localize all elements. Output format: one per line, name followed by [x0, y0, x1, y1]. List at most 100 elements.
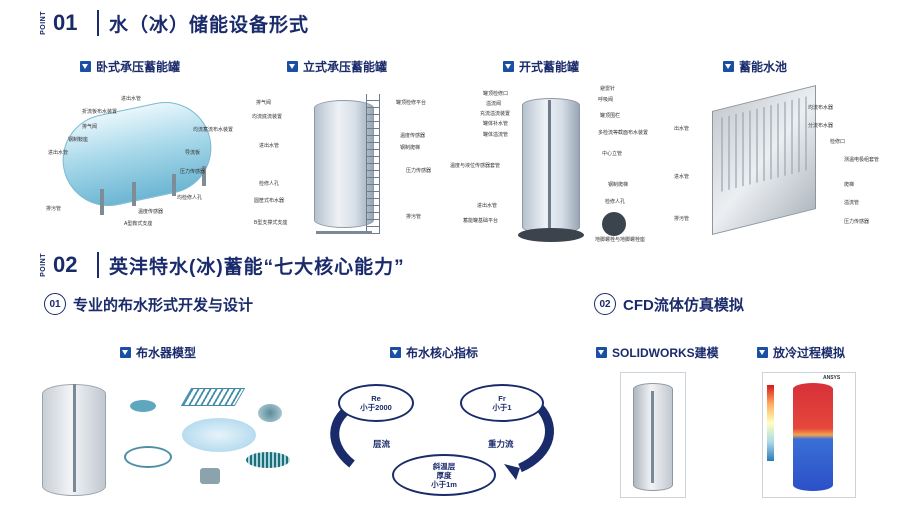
section-divider [97, 252, 99, 278]
diagram-label: 测温电极组套管 [844, 157, 880, 163]
cfd-color-scale [767, 385, 774, 461]
triangle-bullet-icon [723, 61, 734, 72]
triangle-bullet-icon [757, 347, 768, 358]
diagram-label: 钢制爬梯 [608, 182, 629, 188]
thermo-line-1: 斜温层 [432, 461, 456, 471]
thermocline-indicator: 斜温层 厚度 小于1m [392, 454, 496, 496]
diagram-label: 压力传感器 [406, 168, 432, 174]
type-title-text: 蓄能水池 [739, 60, 788, 74]
solidworks-model-panel [620, 372, 686, 498]
type-title-text: 开式蓄能罐 [519, 60, 580, 74]
ansys-logo: ANSYS [823, 375, 841, 381]
diffuser-ring [124, 446, 172, 468]
diagram-label: 罐体补水管 [483, 121, 509, 127]
solidworks-title: SOLIDWORKS建模 [596, 344, 719, 361]
diagram-label: 蓄能罐基础平台 [463, 218, 499, 224]
type-title-horizontal: 卧式承压蓄能罐 [80, 58, 180, 75]
diffuser-cone [258, 404, 282, 422]
type-title-vertical: 立式承压蓄能罐 [287, 58, 387, 75]
triangle-bullet-icon [120, 347, 131, 358]
tank-foundation [518, 228, 584, 242]
diagram-label: 进出水管 [48, 150, 69, 156]
subsection-text: 专业的布水形式开发与设计 [73, 296, 254, 314]
diagram-label: 排污管 [406, 214, 422, 220]
thermo-line-2: 厚度 [436, 470, 452, 480]
diagram-label: 排气阀 [256, 100, 272, 106]
diagram-label: 均流布水器 [808, 105, 834, 111]
triangle-bullet-icon [80, 61, 91, 72]
diagram-label: 罐顶检修口 [483, 91, 509, 97]
diffuser-grid-plate [180, 388, 246, 406]
cooling-sim-title: 放冷过程模拟 [757, 344, 845, 361]
anchor-bolt-detail [602, 212, 626, 236]
diagram-label: 罐顶围栏 [600, 113, 621, 119]
type-title-open: 开式蓄能罐 [503, 58, 579, 75]
diagram-label: 均流蓄流布水装置 [193, 127, 234, 133]
diagram-label: 检修人孔 [259, 181, 280, 187]
pool-diffuser-grid [721, 96, 807, 192]
diagram-label: 爬梯 [844, 182, 855, 188]
section-number: 02 [53, 252, 78, 277]
section-header-02: POINT 02 英沣特水(冰)蓄能“七大核心能力” [40, 248, 405, 282]
tank-support [202, 166, 206, 186]
diagram-label: 压力传感器 [844, 219, 870, 225]
diffuser-riser [73, 384, 76, 492]
diagram-label: 罐顶检修平台 [396, 100, 427, 106]
diffuser-connector [200, 468, 220, 484]
diffuser-model-title: 布水器模型 [120, 344, 196, 361]
diagram-label: 分流布水器 [808, 123, 834, 129]
solidworks-riser [651, 391, 654, 483]
diagram-label: 充流溢流装置 [480, 111, 511, 117]
diagram-label: 温度传感器 [138, 209, 164, 215]
circle-number: 01 [44, 293, 66, 315]
section-divider [97, 10, 99, 36]
diagram-label: 呼吸阀 [598, 97, 614, 103]
fr-value: 小于1 [492, 403, 512, 412]
diagram-label: 罐体溢流管 [483, 132, 509, 138]
tank-support [132, 182, 136, 206]
diagram-label: 溢流管 [844, 200, 860, 206]
diagram-label: 避雷针 [600, 86, 616, 92]
diagram-label: 温度与液位传感器套管 [450, 163, 501, 169]
type-title-pool: 蓄能水池 [723, 58, 787, 75]
reynolds-indicator: Re 小于2000 [338, 384, 414, 422]
diagram-label: 圆筐式布水器 [254, 198, 285, 204]
diagram-label: 排气阀 [82, 124, 98, 130]
storage-pool-body [712, 85, 816, 235]
diagram-label: B型支撑式支座 [254, 220, 288, 226]
triangle-bullet-icon [596, 347, 607, 358]
triangle-bullet-icon [503, 61, 514, 72]
diagram-label: 进水管 [674, 174, 690, 180]
type-title-text: 立式承压蓄能罐 [303, 60, 388, 74]
diagram-label: 压力传感器 [180, 169, 206, 175]
diagram-label: 地脚螺栓与地脚螺栓座 [595, 237, 646, 243]
diagram-label: 进出水管 [477, 203, 498, 209]
re-value: 小于2000 [360, 403, 392, 412]
subsection-text: CFD流体仿真模拟 [623, 296, 744, 314]
diagram-label: 折流板布水装置 [82, 109, 118, 115]
diagram-label: 排污管 [674, 216, 690, 222]
diagram-label: 均流底流装置 [252, 114, 283, 120]
section-number: 01 [53, 10, 78, 35]
diagram-label: 检修口 [830, 139, 846, 145]
re-label: Re [371, 394, 381, 403]
triangle-bullet-icon [287, 61, 298, 72]
subsection-title-02: 02 CFD流体仿真模拟 [594, 293, 744, 315]
diffuser-center-disc [182, 418, 256, 452]
point-tag: POINT [40, 11, 47, 35]
section-header-01: POINT 01 水（冰）储能设备形式 [40, 6, 309, 40]
diffuser-model-text: 布水器模型 [136, 346, 197, 360]
horizontal-tank-diagram [40, 84, 230, 234]
diagram-label: 进出水管 [121, 96, 142, 102]
diagram-label: 钢制爬梯 [400, 145, 421, 151]
tank-support [100, 189, 104, 215]
laminar-flow-label: 层流 [373, 439, 391, 449]
diagram-label: A型鞍式支座 [124, 221, 153, 227]
diagram-label: 出水管 [674, 126, 690, 132]
core-index-title: 布水核心指标 [390, 344, 478, 361]
diagram-label: 中心立管 [602, 151, 623, 157]
diagram-label: 检修人孔 [605, 199, 626, 205]
diagram-label: 多检流等截面布水装置 [598, 130, 649, 136]
diffuser-plate [246, 452, 290, 468]
type-title-text: 卧式承压蓄能罐 [96, 60, 181, 74]
